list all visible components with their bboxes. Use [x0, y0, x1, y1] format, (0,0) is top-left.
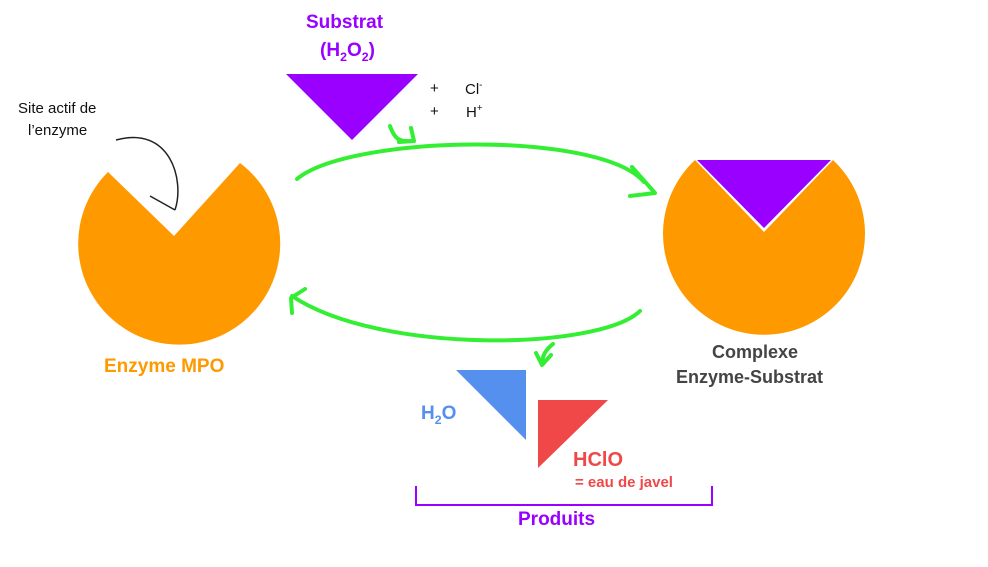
hclo-triangle: [538, 400, 608, 468]
water-label: H2O: [421, 403, 456, 427]
ion-hydrogen: H+: [466, 103, 483, 121]
formula-sub2: 2: [361, 49, 369, 64]
water-sub: 2: [434, 412, 442, 427]
products-release-arrow-head: [534, 351, 553, 367]
enzyme-label: Enzyme MPO: [104, 356, 225, 377]
substrate-triangle: [286, 74, 418, 140]
ion-cl-symbol: Cl: [465, 81, 480, 98]
ion-h-symbol: H: [466, 104, 477, 121]
arrow-to-enzyme-head: [289, 287, 307, 315]
ion-plus-2: +: [430, 103, 439, 120]
enzyme-mpo-shape: [78, 163, 281, 345]
hclo-label: HClO: [573, 449, 623, 471]
ion-chloride: Cl-: [465, 80, 482, 98]
hclo-note: = eau de javel: [575, 474, 673, 491]
formula-close: ): [368, 40, 375, 61]
arrow-to-complex-head: [628, 165, 657, 198]
arrow-to-enzyme: [290, 294, 642, 343]
water-h: H: [421, 403, 435, 424]
water-o: O: [441, 403, 457, 424]
products-label: Produits: [518, 509, 596, 530]
formula-sub1: 2: [340, 49, 347, 64]
substrate-title: Substrat: [306, 12, 384, 33]
formula-open: (H: [320, 40, 341, 61]
substrate-entry-arrow: [388, 124, 414, 144]
products-bracket: [415, 486, 713, 506]
active-site-pointer-head: [149, 195, 176, 211]
complex-enzyme-shape: [662, 160, 865, 335]
complex-substrate-triangle: [697, 160, 831, 228]
active-site-note-line1: Site actif de: [18, 100, 97, 117]
formula-mid: O: [346, 40, 362, 61]
cycle-arrows: [289, 124, 657, 367]
active-site-note-line2: l’enzyme: [28, 122, 88, 139]
substrate-entry-arrow-head: [397, 126, 416, 144]
water-triangle: [456, 370, 526, 440]
arrow-to-complex: [295, 142, 646, 184]
complex-label-line1: Complexe: [712, 342, 799, 362]
substrate-formula: (H2O2): [320, 40, 375, 64]
complex-label-line2: Enzyme-Substrat: [676, 367, 824, 387]
active-site-pointer: [115, 136, 179, 211]
ion-h-charge: +: [476, 103, 483, 114]
ion-cl-charge: -: [479, 80, 483, 91]
ion-plus-1: +: [430, 80, 439, 97]
